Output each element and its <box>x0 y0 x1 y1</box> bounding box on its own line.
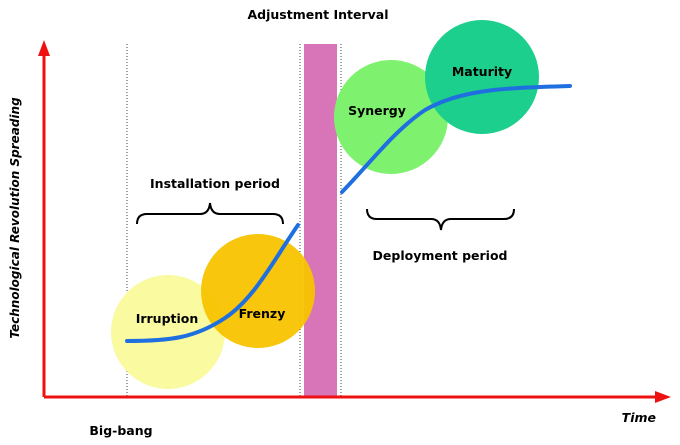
deployment-brace <box>366 208 515 231</box>
x-axis-arrowhead <box>655 391 671 403</box>
frenzy-circle <box>201 234 315 348</box>
maturity-label: Maturity <box>452 64 512 79</box>
adjustment-interval-label: Adjustment Interval <box>248 7 389 22</box>
installation-period-label: Installation period <box>150 176 280 191</box>
big-bang-label: Big-bang <box>89 423 152 438</box>
adjustment-interval-bar <box>304 44 337 397</box>
installation-curve <box>125 223 300 343</box>
y-axis-label: Technological Revolution Spreading <box>8 97 22 339</box>
irruption-circle <box>111 275 225 389</box>
deployment-period-label: Deployment period <box>373 248 508 263</box>
y-axis-arrowhead <box>38 40 50 56</box>
installation-brace <box>136 202 284 225</box>
irruption-label: Irruption <box>136 311 199 326</box>
deployment-curve <box>340 84 572 194</box>
synergy-circle <box>334 60 448 174</box>
synergy-label: Synergy <box>348 103 406 118</box>
time-axis-label: Time <box>622 410 656 425</box>
maturity-circle <box>425 20 539 134</box>
frenzy-label: Frenzy <box>239 306 286 321</box>
